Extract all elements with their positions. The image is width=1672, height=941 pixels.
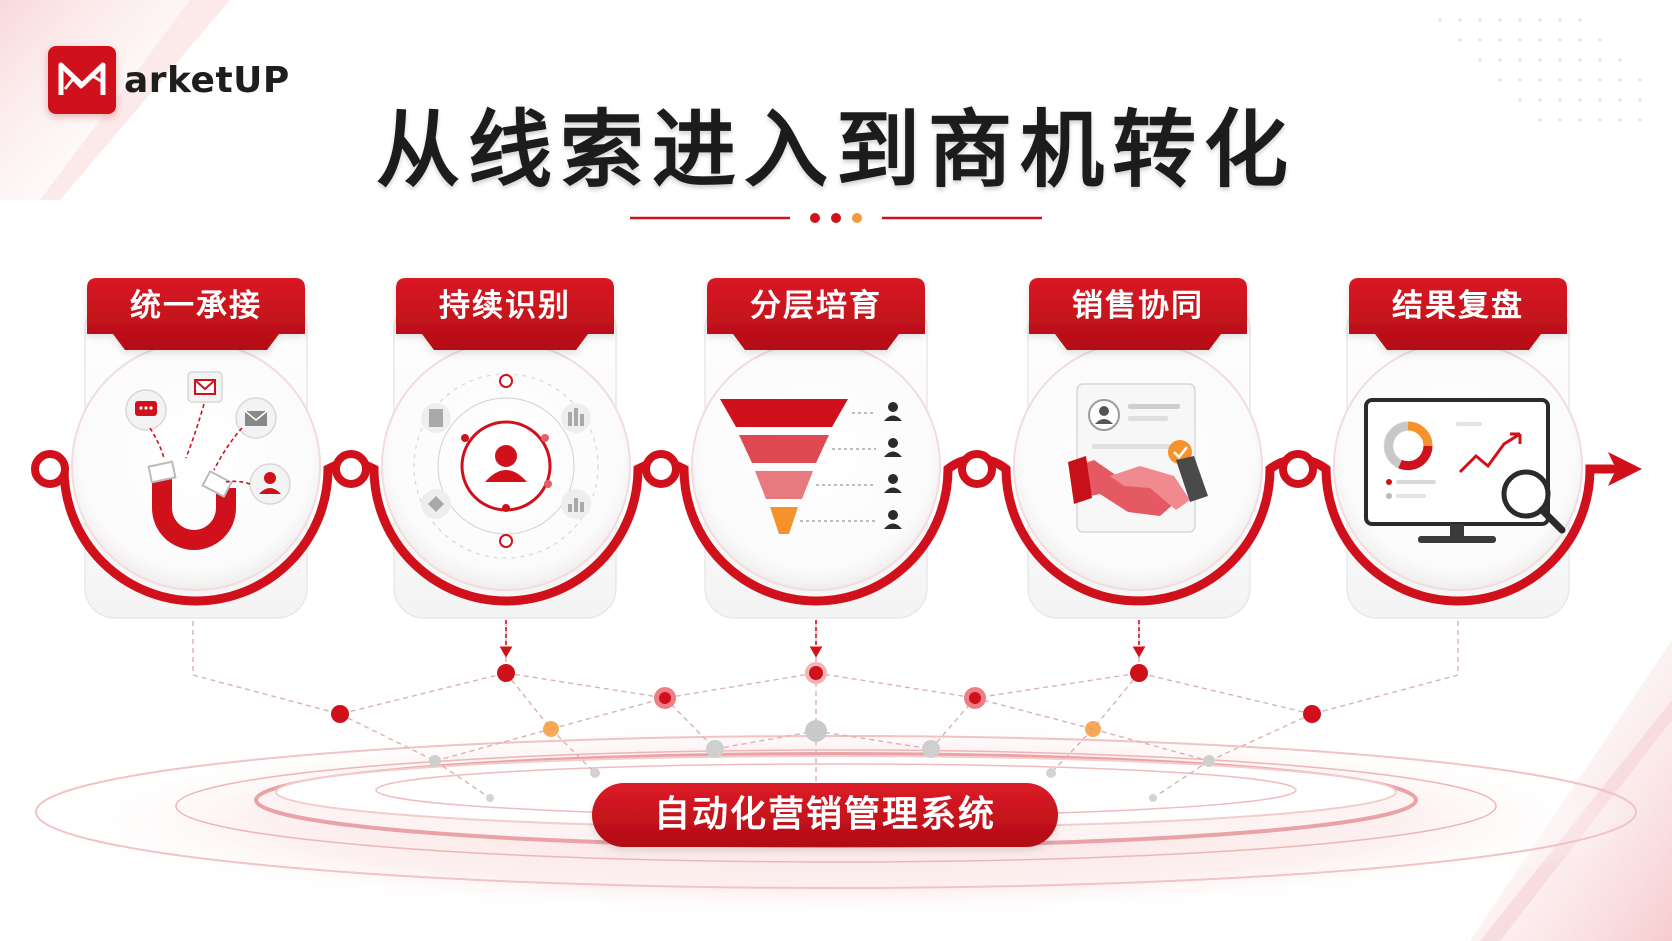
step-label-4: 销售协同 bbox=[1072, 288, 1204, 324]
step-label-2: 持续识别 bbox=[439, 288, 571, 324]
page-title: 从线索进入到商机转化 bbox=[375, 101, 1296, 199]
dashboard-monitor-icon bbox=[1364, 398, 1566, 543]
down-arrows bbox=[499, 620, 1146, 658]
corner-decoration-top-right bbox=[1438, 18, 1642, 122]
network-lines bbox=[192, 612, 1459, 799]
system-label: 自动化营销管理系统 bbox=[653, 794, 996, 835]
step-label-3: 分层培育 bbox=[750, 288, 882, 324]
step-tabs bbox=[87, 278, 1567, 350]
brand-logo: arketUP bbox=[48, 44, 290, 116]
logo-text: arketUP bbox=[124, 59, 290, 101]
logo-m-icon bbox=[48, 46, 116, 114]
flow-path bbox=[31, 450, 1642, 606]
flow-end-arrow bbox=[1608, 452, 1642, 486]
step-label-1: 统一承接 bbox=[130, 288, 262, 324]
step-label-5: 结果复盘 bbox=[1392, 288, 1524, 324]
network-nodes bbox=[331, 662, 1321, 802]
title-divider bbox=[630, 213, 1042, 223]
radar-person-icon bbox=[413, 373, 599, 559]
funnel-icon bbox=[720, 399, 902, 534]
handshake-icon bbox=[1068, 383, 1208, 533]
magnet-icon bbox=[125, 371, 291, 550]
system-pill bbox=[592, 783, 1058, 847]
